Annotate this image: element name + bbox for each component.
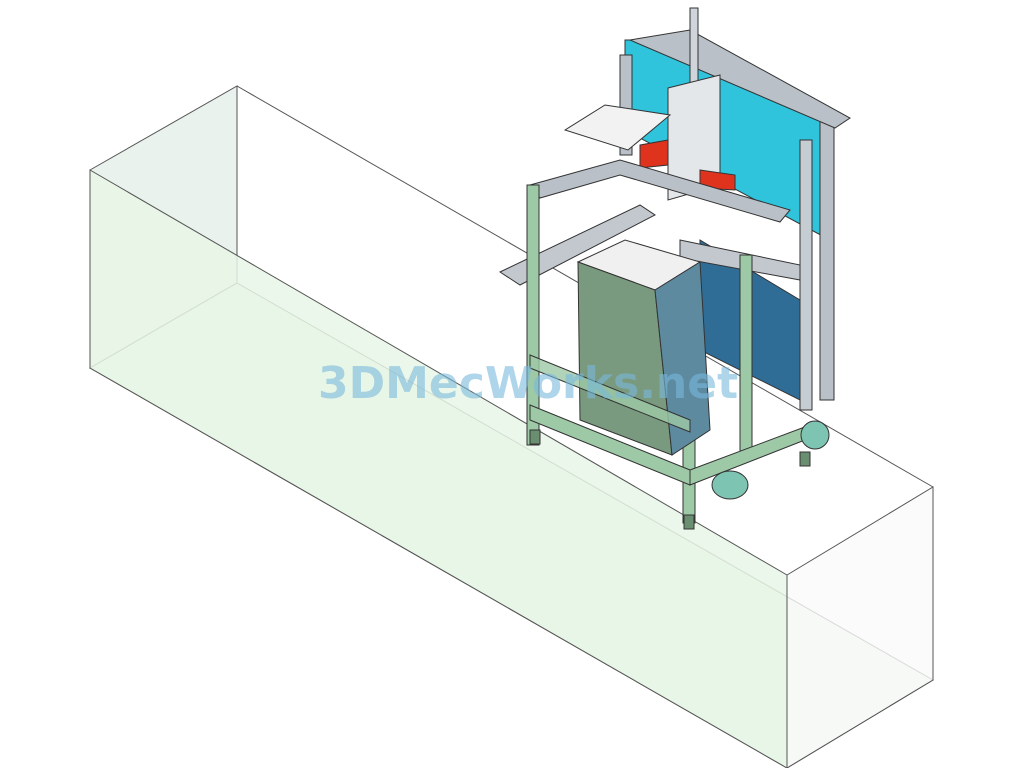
leveling-foot: [529, 429, 541, 445]
top-plate: [563, 104, 672, 151]
rear-top-rail: [628, 29, 851, 129]
rear-post-right: [819, 114, 835, 401]
machine-assembly: [498, 7, 851, 530]
mid-frame-front: [529, 354, 691, 433]
caster-wheel: [711, 470, 749, 500]
envelope-right-face: [786, 486, 934, 768]
cabinet-side: [654, 261, 711, 456]
red-block-left: [639, 139, 669, 169]
rear-post-mid: [799, 139, 813, 411]
red-block-right: [699, 169, 736, 191]
envelope-front-face: [89, 169, 788, 768]
cylinder-rod: [689, 7, 699, 89]
front-post-left: [526, 184, 540, 446]
leveling-foot: [683, 514, 695, 530]
upper-frame-rail: [529, 159, 791, 223]
back-post-right: [739, 254, 753, 456]
watermark: 3DMecWorks.net: [318, 358, 739, 409]
caster-wheel: [800, 420, 830, 450]
envelope-box: [88, 85, 934, 768]
leveling-foot: [799, 451, 811, 467]
